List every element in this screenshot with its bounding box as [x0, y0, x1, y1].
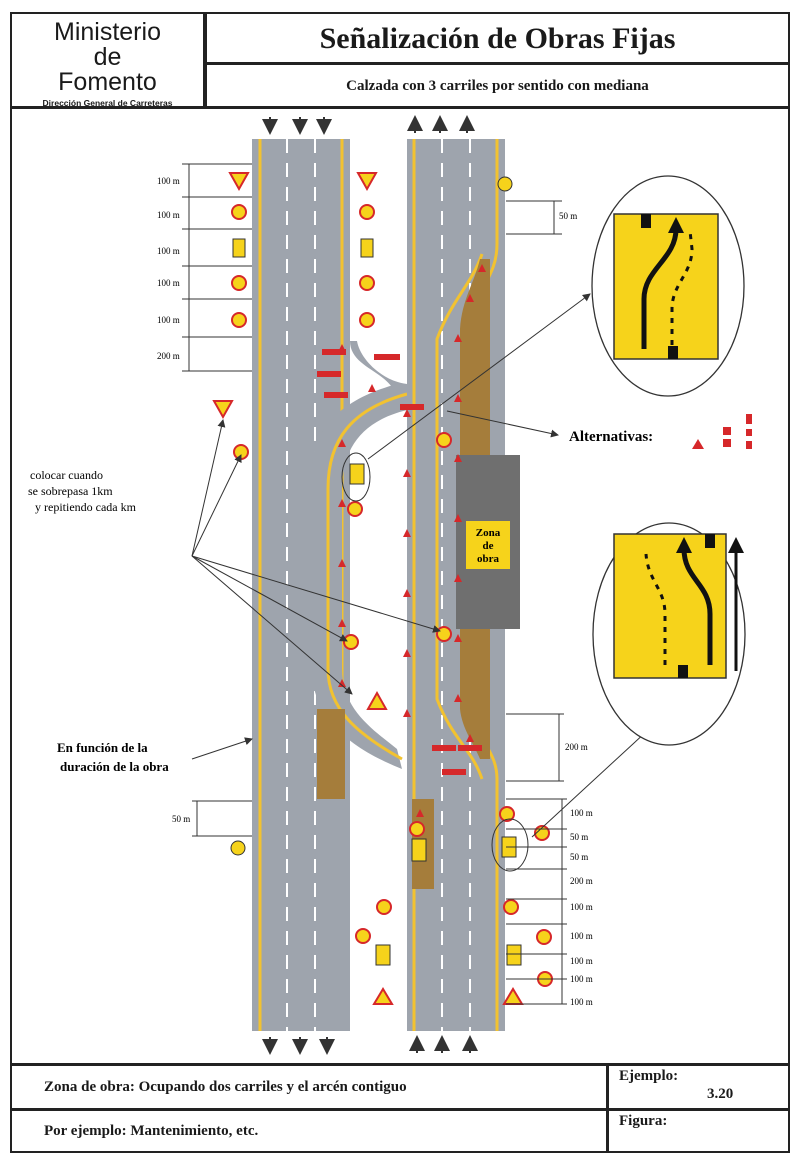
left-distance-label: 200 m: [157, 351, 180, 361]
left-shoulder-strip: [317, 709, 345, 799]
ejemplo-box: Ejemplo: 3.20: [607, 1064, 790, 1110]
alternatives-icons: [692, 414, 752, 449]
left-distance-label: 100 m: [157, 278, 180, 288]
ejemplo-value: 3.20: [707, 1086, 734, 1102]
figura-box: Figura:: [607, 1109, 790, 1153]
zone-description: Zona de obra: Ocupando dos carriles y el…: [10, 1064, 608, 1110]
left-distance-label: 100 m: [157, 315, 180, 325]
example-description: Por ejemplo: Mantenimiento, etc.: [10, 1109, 608, 1153]
left-distance-label: 100 m: [157, 246, 180, 256]
alternatives-label: Alternativas:: [569, 429, 653, 445]
barrier-boards: [317, 349, 482, 775]
page-subtitle: Calzada con 3 carriles por sentido con m…: [205, 63, 790, 108]
right-distance-label: 100 m: [570, 956, 593, 966]
right-sign-circle: [491, 818, 529, 872]
right-distance-label: 100 m: [570, 902, 593, 912]
right-top-distance: 50 m: [559, 211, 577, 221]
work-zone-label-box: [466, 521, 510, 569]
ministry-logo-box: Ministerio de Fomento Dirección General …: [10, 12, 205, 108]
ministry-subtitle: Dirección General de Carreteras: [42, 98, 173, 108]
right-mid-distance: 200 m: [565, 742, 588, 752]
detour-lane: [312, 384, 412, 769]
left-distance-label: 100 m: [157, 176, 180, 186]
right-distance-label: 100 m: [570, 931, 593, 941]
left-distance-labels: 100 m 100 m 100 m 100 m 100 m 200 m 50 m 50…: [157, 176, 588, 824]
right-distance-label: 100 m: [570, 808, 593, 818]
left-signs: [212, 172, 513, 856]
left-distance-label: 100 m: [157, 210, 180, 220]
zoom-sign-merge-left: [591, 175, 745, 397]
left-lower-distance: 50 m: [172, 814, 190, 824]
right-distance-label: 50 m: [570, 832, 588, 842]
median-signs: [343, 432, 452, 862]
pointer-lines: [191, 293, 648, 838]
figura-label: Figura:: [619, 1113, 668, 1129]
ministry-name: Ministerio de Fomento: [54, 18, 161, 96]
zoom-sign-merge-right: [592, 522, 746, 746]
crossover-upper: [350, 341, 407, 409]
page-title: Señalización de Obras Fijas: [205, 12, 790, 64]
right-distance-label: 200 m: [570, 876, 593, 886]
ejemplo-label: Ejemplo:: [619, 1068, 679, 1084]
direction-arrows-bottom: [262, 1035, 478, 1055]
right-distance-brackets: [506, 200, 567, 1005]
right-distance-labels: 100 m 50 m 50 m 200 m 100 m 100 m 100 m 100 …: [570, 808, 593, 1007]
right-distance-label: 50 m: [570, 852, 588, 862]
left-distance-brackets: [182, 163, 252, 837]
right-distance-label: 100 m: [570, 997, 593, 1007]
detour-yellow-line: [326, 392, 408, 490]
right-distance-label: 100 m: [570, 974, 593, 984]
direction-arrows-top: [262, 115, 475, 135]
cone-line: [338, 264, 486, 857]
left-carriageway: [252, 139, 350, 1031]
median-sign-circle: [341, 452, 371, 502]
